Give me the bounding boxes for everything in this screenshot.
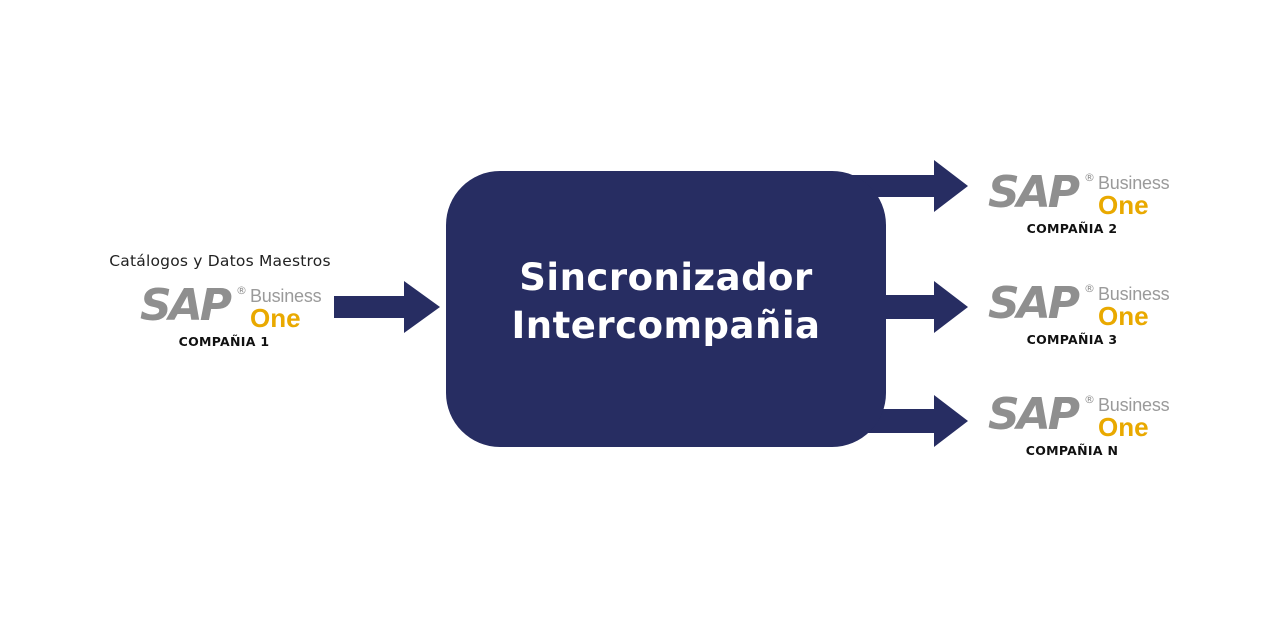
company-label-n: COMPAÑIA N: [1025, 443, 1119, 458]
output-arrow-company-3: [870, 281, 968, 333]
sap-business-one-logo-company-n: SAP ® Business One: [988, 389, 1188, 443]
source-caption: Catálogos y Datos Maestros: [109, 252, 331, 270]
company-label-1: COMPAÑIA 1: [178, 334, 270, 349]
company-label-3: COMPAÑIA 3: [1026, 332, 1118, 347]
sap-business-one-logo-company-3: SAP ® Business One: [988, 278, 1188, 332]
business-wordmark: Business: [1098, 284, 1170, 304]
sincronizador-hub: Sincronizador Intercompañia: [446, 171, 886, 447]
one-wordmark: One: [1098, 190, 1149, 220]
sap-wordmark: SAP: [988, 278, 1080, 329]
registered-mark: ®: [1084, 171, 1095, 184]
registered-mark: ®: [1084, 282, 1095, 295]
sap-business-one-logo-company-2: SAP ® Business One: [988, 167, 1188, 221]
company-label-2: COMPAÑIA 2: [1026, 221, 1118, 236]
sap-wordmark: SAP: [988, 389, 1080, 440]
input-arrow: [334, 281, 440, 333]
sap-wordmark: SAP: [988, 167, 1080, 218]
sap-business-one-logo-company-1: SAP ® Business One: [140, 280, 340, 334]
business-wordmark: Business: [250, 286, 322, 306]
registered-mark: ®: [1084, 393, 1095, 406]
business-wordmark: Business: [1098, 395, 1170, 415]
one-wordmark: One: [250, 303, 301, 333]
hub-title-line-1: Sincronizador: [519, 256, 813, 299]
sap-wordmark: SAP: [140, 280, 232, 331]
one-wordmark: One: [1098, 412, 1149, 442]
output-arrow-company-2: [830, 160, 968, 212]
one-wordmark: One: [1098, 301, 1149, 331]
hub-title-line-2: Intercompañia: [511, 304, 821, 347]
business-wordmark: Business: [1098, 173, 1170, 193]
registered-mark: ®: [236, 284, 247, 297]
output-arrow-company-n: [860, 395, 968, 447]
